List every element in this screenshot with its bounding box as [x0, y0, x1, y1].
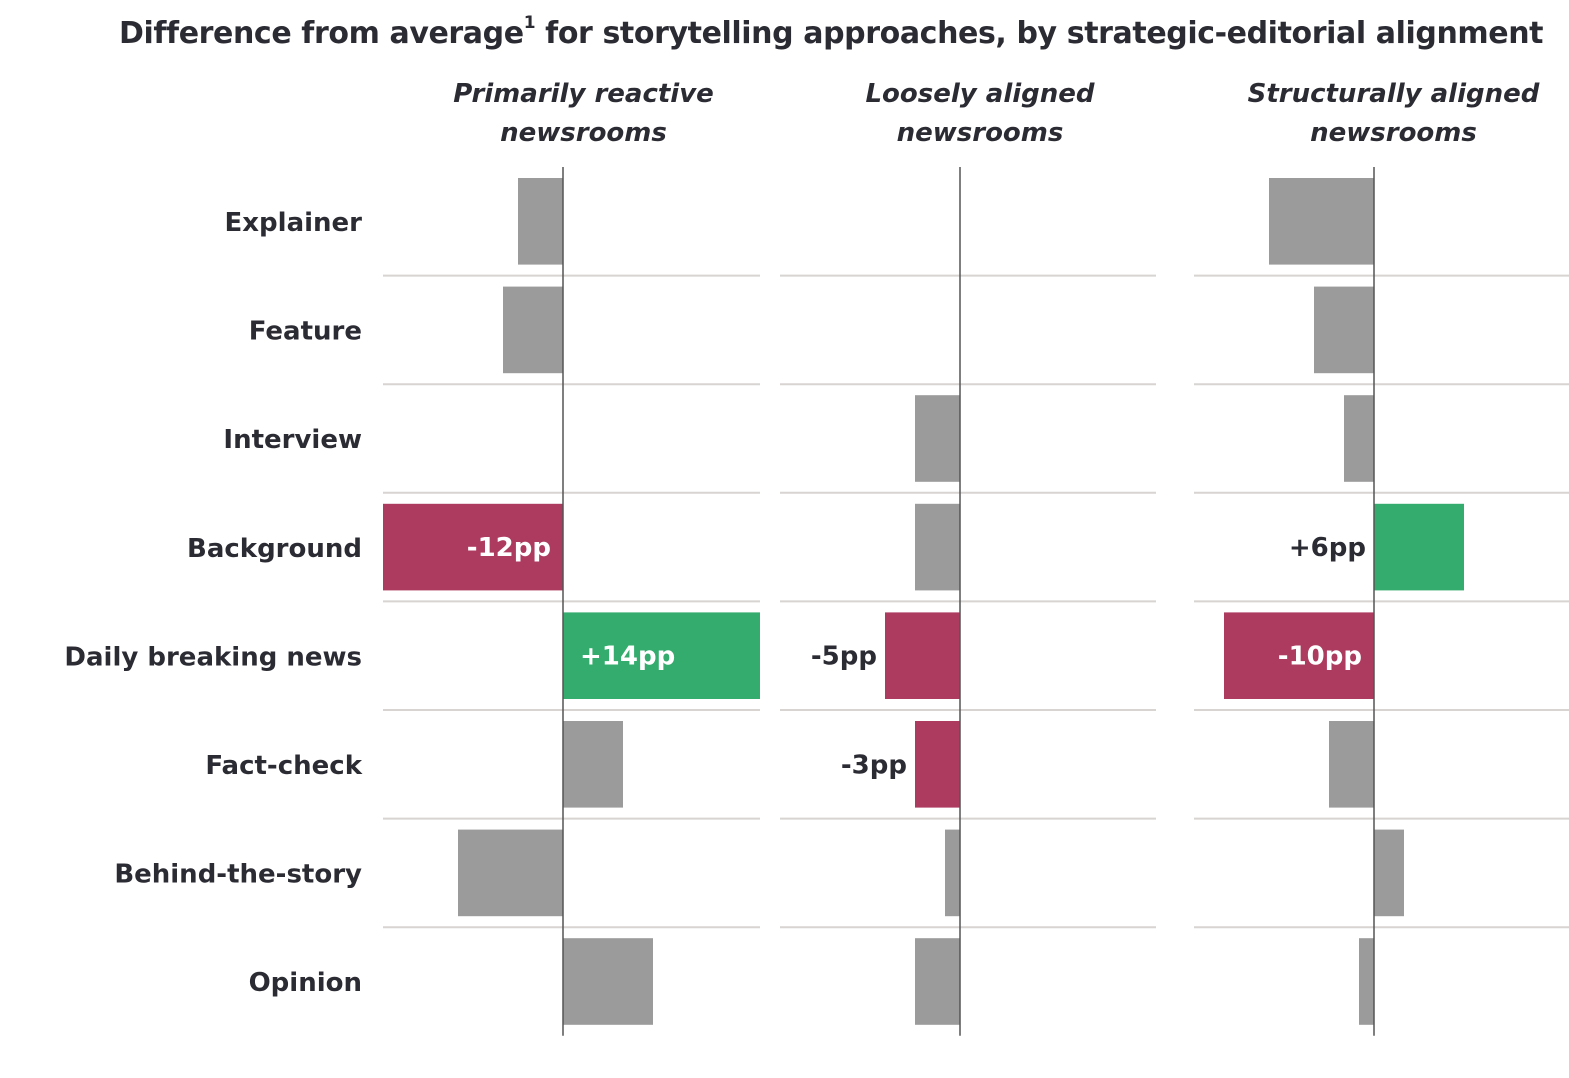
category-label-daily-breaking-news: Daily breaking news: [64, 642, 362, 672]
category-label-behind-the-story: Behind-the-story: [114, 860, 362, 890]
bar-structurally-aligned-interview: [1344, 395, 1374, 482]
data-label-primarily-reactive-background: -12pp: [467, 533, 551, 563]
bar-primarily-reactive-opinion: [563, 938, 653, 1025]
bar-structurally-aligned-explainer: [1269, 178, 1374, 265]
panel-title-structurally-aligned-line-1: Structurally aligned: [1248, 79, 1540, 109]
bar-primarily-reactive-feature: [503, 286, 563, 374]
bar-loosely-aligned-behind-the-story: [945, 829, 960, 917]
panel-title-loosely-aligned-line-1: Loosely aligned: [865, 79, 1094, 109]
bar-structurally-aligned-fact-check: [1329, 721, 1374, 808]
bar-primarily-reactive-fact-check: [563, 721, 623, 808]
chart-title-footnote-marker: 1: [523, 13, 536, 33]
bar-primarily-reactive-background: [383, 503, 563, 591]
panel-title-loosely-aligned-line-2: newsrooms: [897, 118, 1064, 148]
bar-loosely-aligned-background: [915, 503, 960, 591]
data-label-loosely-aligned-daily-breaking-news: -5pp: [811, 642, 877, 672]
chart-title-main: Difference from average: [119, 16, 524, 51]
data-label-structurally-aligned-background: +6pp: [1289, 533, 1366, 563]
data-label-structurally-aligned-daily-breaking-news: -10pp: [1278, 642, 1362, 672]
category-label-feature: Feature: [249, 317, 362, 347]
data-label-loosely-aligned-fact-check: -3pp: [841, 750, 907, 780]
bar-structurally-aligned-feature: [1314, 286, 1374, 374]
panel-title-primarily-reactive-line-1: Primarily reactive: [453, 79, 714, 109]
category-label-opinion: Opinion: [249, 968, 362, 998]
bar-loosely-aligned-opinion: [915, 938, 960, 1025]
category-label-background: Background: [187, 534, 362, 564]
bar-loosely-aligned-interview: [915, 395, 960, 482]
bar-loosely-aligned-fact-check: [915, 721, 960, 808]
bar-loosely-aligned-daily-breaking-news: [885, 612, 960, 699]
bar-structurally-aligned-opinion: [1359, 938, 1374, 1025]
bar-structurally-aligned-background: [1374, 503, 1464, 591]
category-label-fact-check: Fact-check: [205, 751, 362, 781]
panel-title-structurally-aligned-line-2: newsrooms: [1310, 118, 1477, 148]
bar-structurally-aligned-daily-breaking-news: [1224, 612, 1374, 699]
bar-primarily-reactive-behind-the-story: [458, 829, 563, 917]
bar-structurally-aligned-behind-the-story: [1374, 829, 1404, 917]
category-label-explainer: Explainer: [225, 208, 363, 238]
chart-title: Difference from average1 for storytellin…: [119, 13, 1544, 51]
chart-title-rest: for storytelling approaches, by strategi…: [535, 16, 1544, 51]
data-label-primarily-reactive-daily-breaking-news: +14pp: [580, 642, 675, 672]
panel-title-primarily-reactive-line-2: newsrooms: [500, 118, 667, 148]
category-label-interview: Interview: [223, 425, 362, 455]
bar-primarily-reactive-explainer: [518, 178, 563, 265]
bar-primarily-reactive-daily-breaking-news: [563, 612, 760, 699]
